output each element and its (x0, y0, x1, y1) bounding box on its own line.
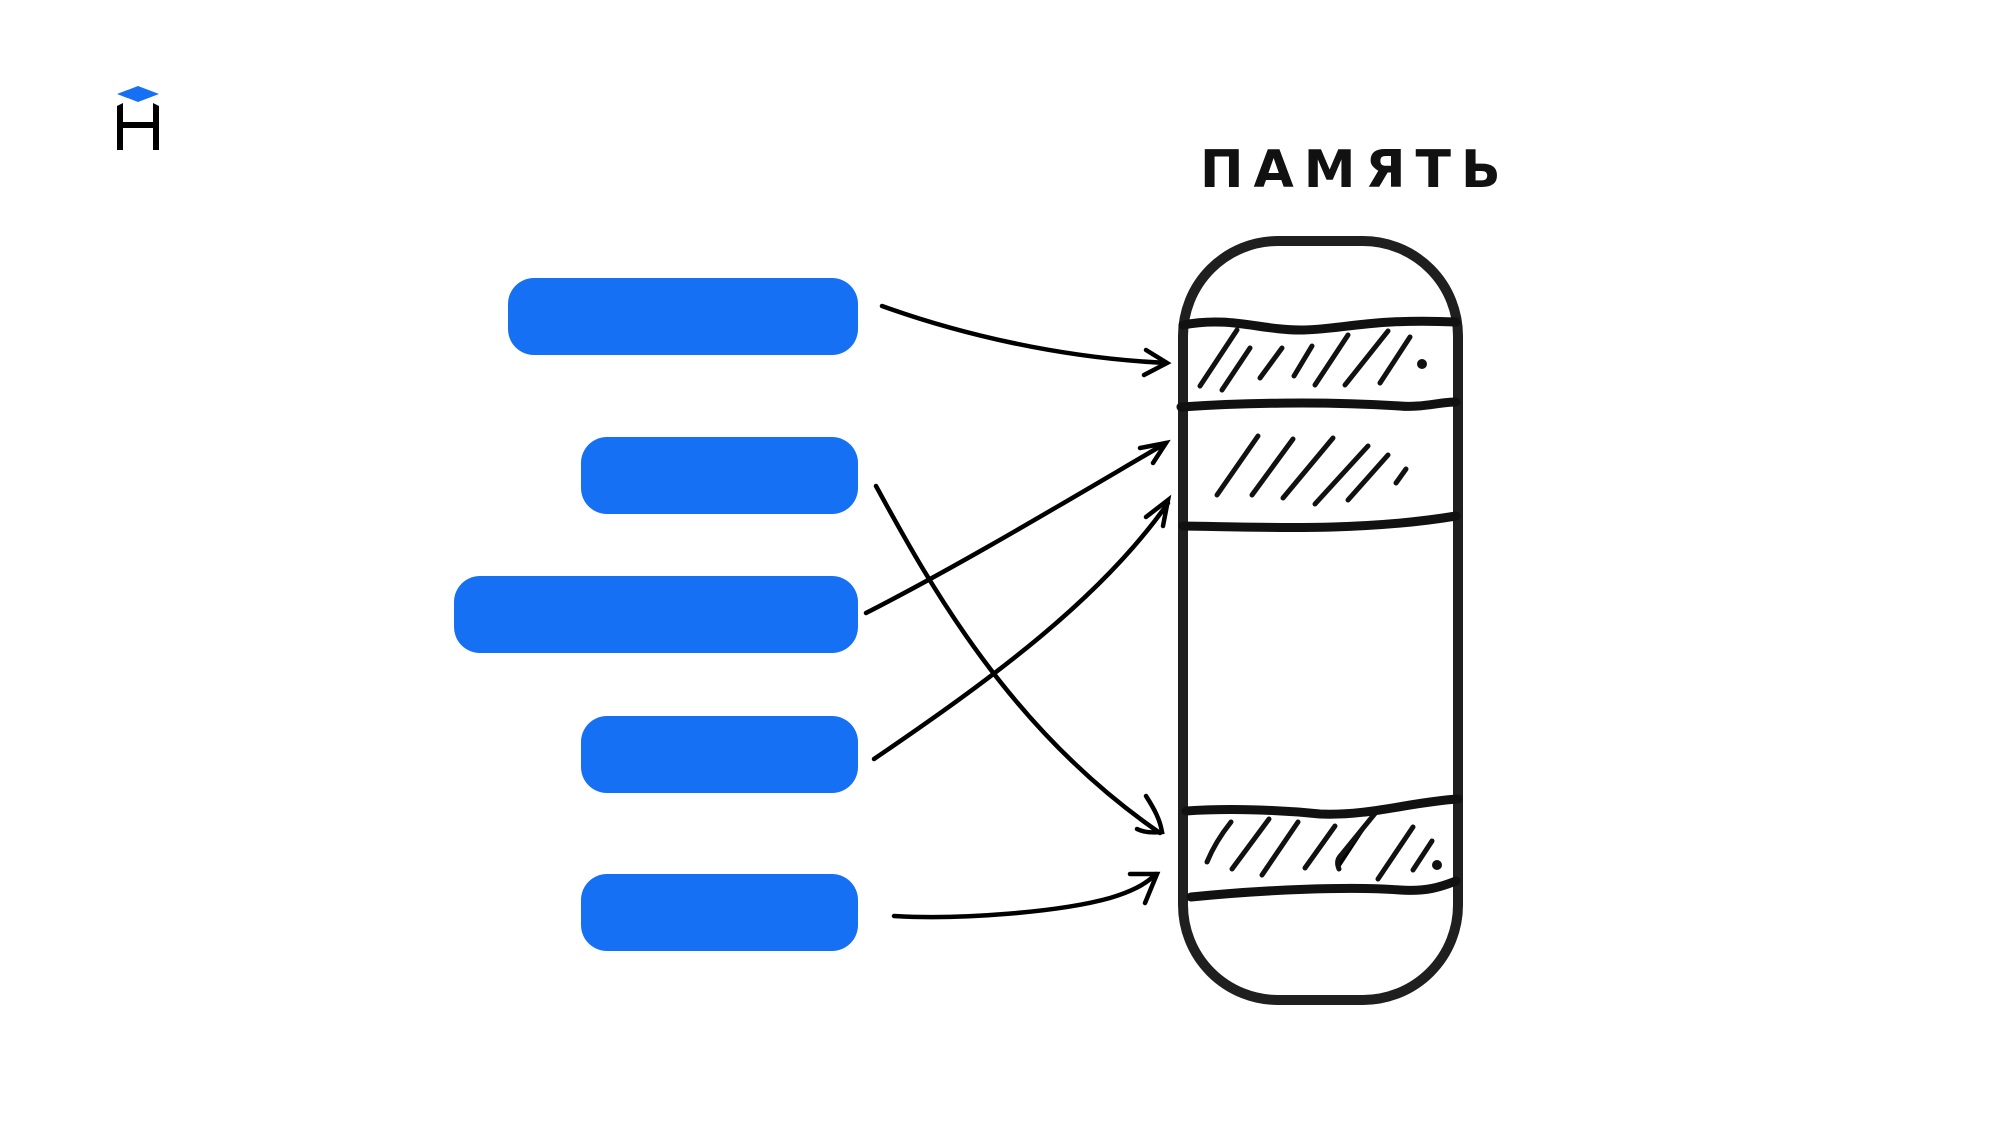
memory-title: ПАМЯТЬ (1200, 140, 1511, 200)
segment-1-hatching (1197, 327, 1427, 393)
segment-2-bottom-line (1178, 511, 1461, 533)
segment-3-top-line (1181, 794, 1463, 819)
arrow-bar3-to-segment2 (863, 439, 1171, 616)
variable-bar-5 (581, 874, 858, 951)
variable-bar-4 (581, 716, 858, 793)
arrow-bar4-to-segment2 (871, 494, 1172, 762)
arrow-bar5-to-segment3 (891, 871, 1161, 920)
memory-container (1178, 236, 1463, 1005)
arrow-bar1-to-segment1 (879, 303, 1172, 378)
segment-3-hatching (1204, 808, 1442, 882)
logo-cap-icon (117, 86, 159, 102)
logo-icon (117, 86, 159, 150)
variable-bar-2 (581, 437, 858, 514)
segment-1-bottom-line (1176, 397, 1461, 412)
brand-logo (115, 86, 161, 150)
segment-2-hatching (1214, 433, 1409, 507)
segment-1-top-line (1178, 316, 1461, 335)
variable-bar-3 (454, 576, 858, 653)
variable-bar-1 (508, 278, 858, 355)
arrow-bar2-to-segment3 (873, 483, 1165, 836)
segment-3-bottom-line (1186, 876, 1461, 902)
